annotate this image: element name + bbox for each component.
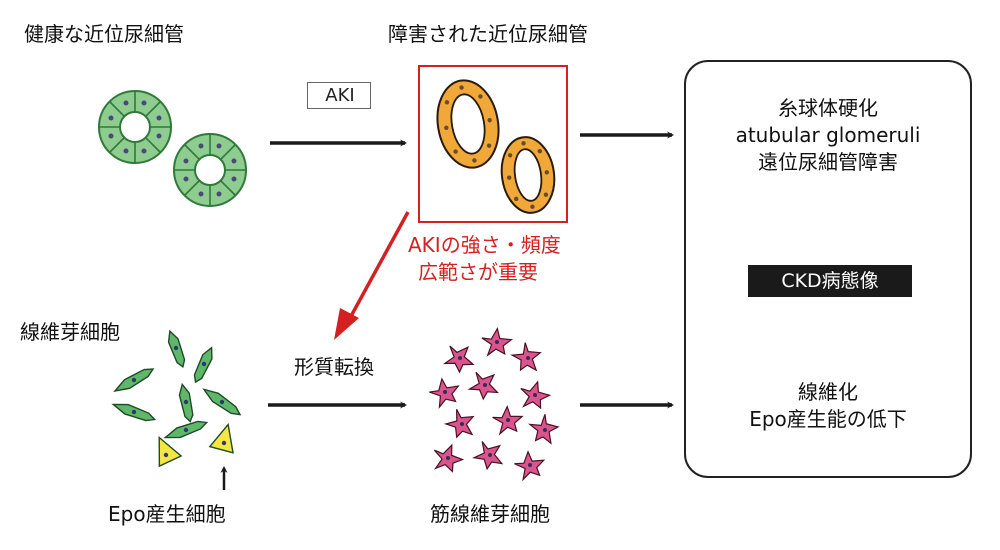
- injured-tubule-frame: [418, 65, 568, 223]
- red-arrow-icon: [334, 211, 410, 340]
- aki-severity-line1: AKIの強さ・頻度: [408, 233, 561, 257]
- injured-tubules-icon: [436, 79, 556, 214]
- ckd-label: CKD病態像: [781, 270, 879, 292]
- aki-badge-text: AKI: [325, 85, 355, 106]
- outcome-line-distal: 遠位尿細管障害: [758, 150, 898, 174]
- phenotype-transition-label: 形質転換: [294, 355, 374, 379]
- aki-badge: AKI: [307, 82, 371, 109]
- myofibroblast-cells-icon: [429, 326, 560, 482]
- myofibroblast-label: 筋線維芽細胞: [430, 502, 550, 526]
- outcome-line-fibrosis: 線維化: [798, 380, 858, 404]
- injured-tubule: [500, 136, 556, 214]
- healthy-tubule-cross-section: [98, 90, 172, 164]
- injured-tubule: [436, 79, 500, 169]
- aki-severity-line2: 広範さが重要: [418, 260, 538, 284]
- outcome-line-epo-decline: Epo産生能の低下: [749, 407, 907, 431]
- injured-tubule-label: 障害された近位尿細管: [388, 22, 588, 46]
- epo-cell-label: Epo産生細胞: [108, 502, 226, 526]
- healthy-tubules-icon: [98, 90, 247, 207]
- fibroblast-cells-icon: [111, 329, 242, 468]
- ckd-outcome-box: [684, 60, 972, 478]
- outcome-line-atubular: atubular glomeruli: [735, 123, 921, 147]
- fibroblast-label: 線維芽細胞: [20, 320, 120, 344]
- healthy-tubule-cross-section: [173, 133, 247, 207]
- healthy-tubule-label: 健康な近位尿細管: [24, 22, 184, 46]
- outcome-line-glomerulosclerosis: 糸球体硬化: [778, 96, 878, 120]
- ckd-label-bar: CKD病態像: [748, 265, 912, 297]
